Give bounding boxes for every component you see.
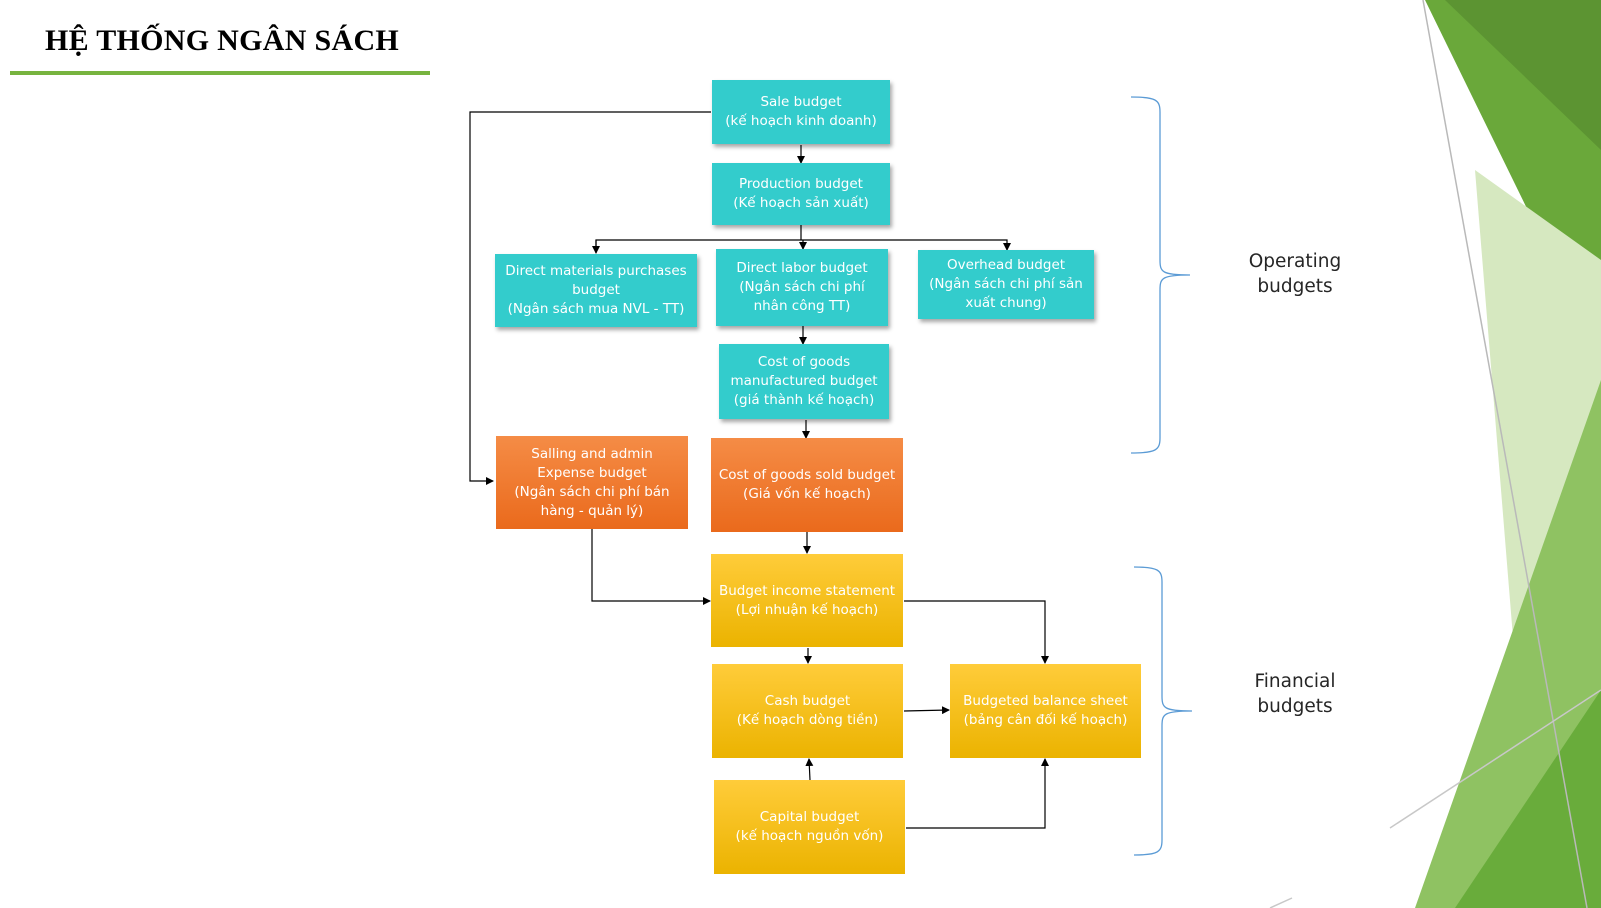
node-cash-budget: Cash budget (Kế hoạch dòng tiền) xyxy=(712,664,903,758)
node-label-line: nhân công TT) xyxy=(753,298,851,314)
node-capital-budget: Capital budget (kế hoạch nguồn vốn) xyxy=(714,780,905,874)
green-triangle-dark xyxy=(1445,0,1601,150)
node-cogm-budget: Cost of goods manufactured budget (giá thà… xyxy=(719,344,889,419)
node-label-line: (Lợi nhuận kế hoạch) xyxy=(735,601,879,618)
node-label-line: Production budget xyxy=(739,176,863,192)
node-budgeted-balance-sheet: Budgeted balance sheet (bảng cân đối kế h… xyxy=(950,664,1141,758)
arrow-capital-to-cash xyxy=(805,758,814,781)
node-label-line: (Kế hoạch dòng tiền) xyxy=(736,712,879,728)
arrow-income-to-balance xyxy=(904,600,1049,664)
node-label-line: Expense budget xyxy=(537,464,647,481)
arrow-sale-to-selling xyxy=(469,111,711,485)
node-label-line: Capital budget xyxy=(759,809,860,825)
node-label-line: (Ngân sách chi phí sản xyxy=(929,276,1083,292)
node-label-line: (giá thành kế hoạch) xyxy=(733,392,875,408)
node-label-line: Direct materials purchases xyxy=(505,263,687,279)
operating-brace xyxy=(1130,96,1191,454)
decor-line-2 xyxy=(1389,689,1601,829)
node-label-line: Cost of goods xyxy=(757,354,851,370)
financial-brace xyxy=(1133,566,1193,856)
node-label-line: manufactured budget xyxy=(730,373,878,389)
title-underline xyxy=(10,71,430,75)
node-label-line: budget xyxy=(572,282,620,298)
group-label-line: budgets xyxy=(1257,276,1333,297)
node-label-line: (bảng cân đối kế hoạch) xyxy=(963,712,1128,728)
page-title: HỆ THỐNG NGÂN SÁCH xyxy=(45,24,400,57)
node-label-line: (Ngân sách mua NVL - TT) xyxy=(507,301,685,317)
node-label-line: (Ngân sách chi phí xyxy=(739,279,865,295)
green-triangle-bottom xyxy=(1455,690,1601,908)
node-income-statement: Budget income statement (Lợi nhuận kế hoạ… xyxy=(711,554,903,647)
node-label-line: Budgeted balance sheet xyxy=(963,693,1128,709)
node-label-line: (Giá vốn kế hoạch) xyxy=(743,486,871,502)
node-label-line: Cash budget xyxy=(764,693,851,709)
node-label-line: Direct labor budget xyxy=(736,260,868,276)
node-label-line: Cost of goods sold budget xyxy=(718,467,896,483)
node-label-line: (kế hoạch kinh doanh) xyxy=(725,113,877,129)
node-direct-materials-budget: Direct materials purchases budget (Ngân sá… xyxy=(495,254,697,327)
node-cogs-budget: Cost of goods sold budget (Giá vốn kế hoạ… xyxy=(711,438,903,532)
node-label-line: (kế hoạch nguồn vốn) xyxy=(735,828,884,844)
node-label-line: xuất chung) xyxy=(965,295,1047,311)
node-direct-labor-budget: Direct labor budget (Ngân sách chi phí nhâ… xyxy=(716,249,888,326)
decor-line-1 xyxy=(1422,0,1588,908)
operating-budgets-label: Operating budgets xyxy=(1230,249,1360,299)
group-label-line: budgets xyxy=(1257,696,1333,717)
arrow-selling-to-income xyxy=(591,529,711,605)
arrow-cash-to-balance xyxy=(903,706,950,715)
node-label-line: Salling and admin xyxy=(531,445,653,462)
decor-line-3 xyxy=(1269,897,1293,908)
node-label-line: hàng - quản lý) xyxy=(540,502,644,519)
node-label-line: Sale budget xyxy=(760,94,842,110)
group-label-line: Financial xyxy=(1254,671,1336,692)
financial-budgets-label: Financial budgets xyxy=(1230,669,1360,719)
node-production-budget: Production budget (Kế hoạch sản xuất) xyxy=(712,163,890,225)
node-label-line: Overhead budget xyxy=(946,257,1066,273)
node-sale-budget: Sale budget (kế hoạch kinh doanh) xyxy=(712,80,890,144)
arrow-capital-to-balance xyxy=(906,758,1049,829)
node-overhead-budget: Overhead budget (Ngân sách chi phí sản xuấ… xyxy=(918,250,1094,319)
node-label-line: (Kế hoạch sản xuất) xyxy=(733,195,869,211)
node-label-line: (Ngân sách chi phí bán xyxy=(514,483,670,500)
group-label-line: Operating xyxy=(1248,251,1342,272)
node-label-line: Budget income statement xyxy=(718,582,896,599)
